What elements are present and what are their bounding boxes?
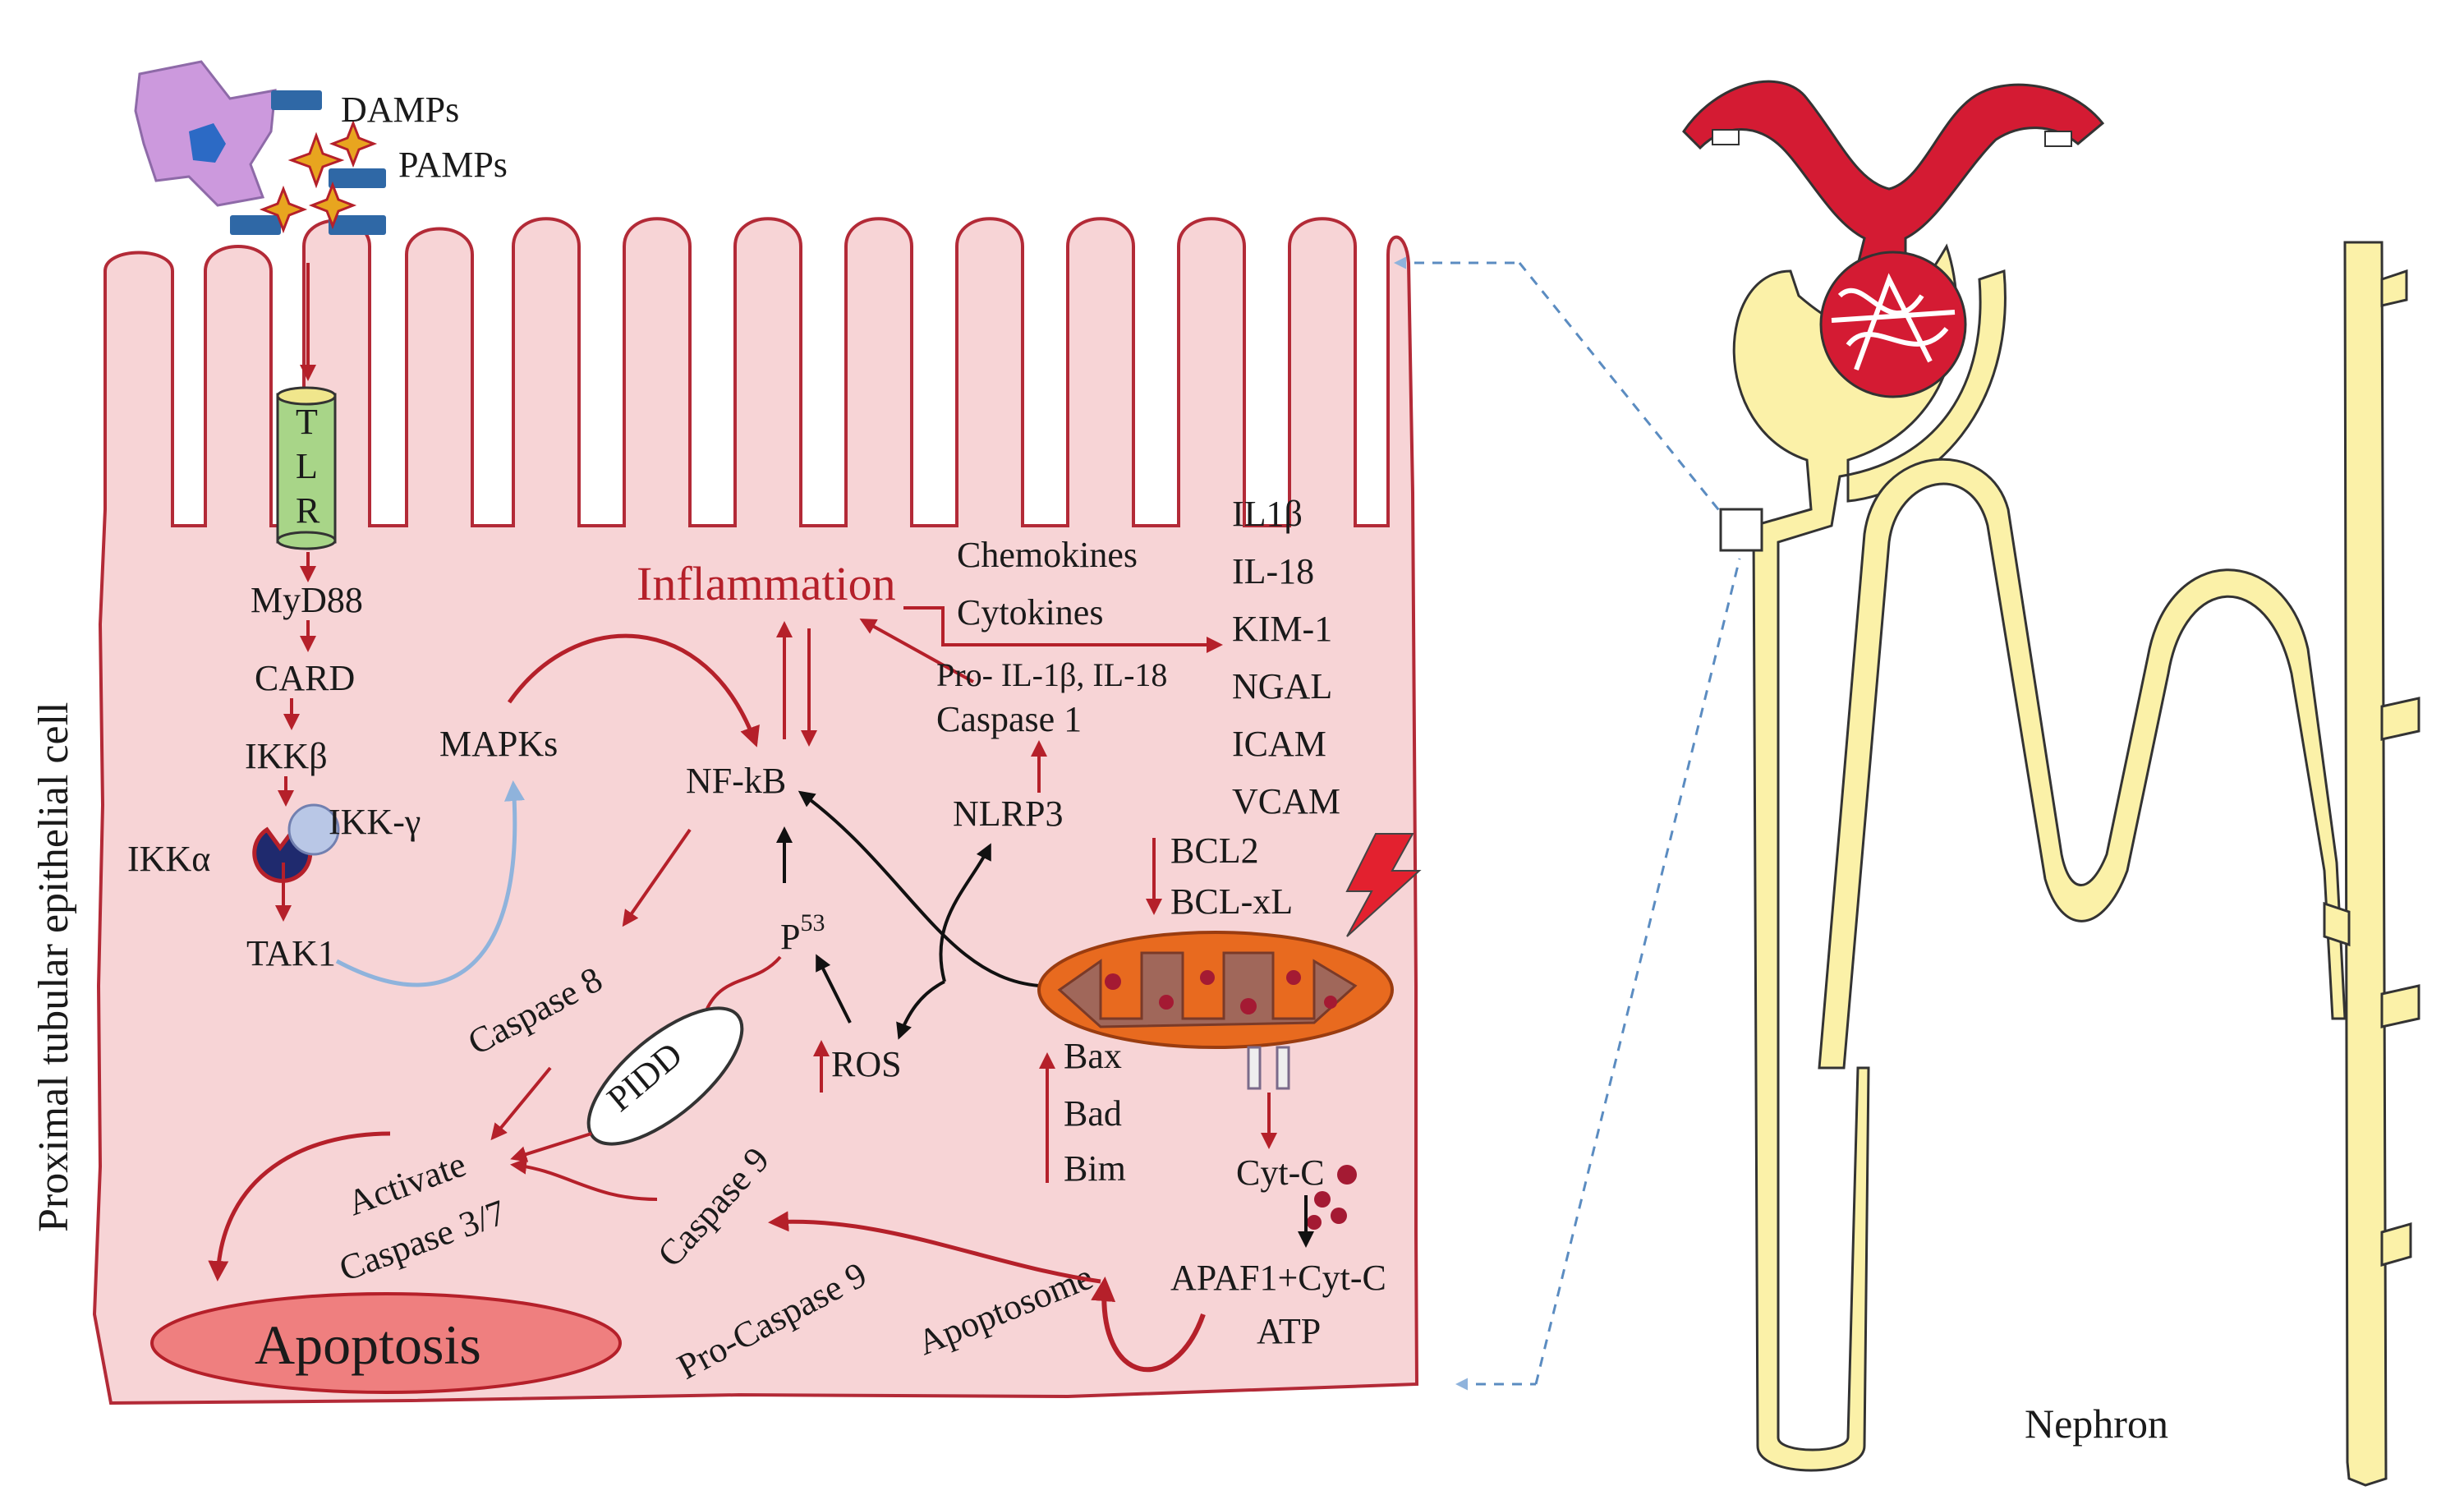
ikka-label: IKKα: [127, 839, 210, 879]
lightning-icon: [1345, 833, 1422, 937]
tak1-label: TAK1: [246, 933, 336, 973]
marker-il18: IL-18: [1232, 551, 1314, 591]
arrow-apoptosome-procasp9: [768, 1211, 1101, 1284]
arrow-to-nlrp3: [939, 843, 991, 982]
connector-bottom-diag: [1534, 558, 1741, 1385]
tlr-receptor: [276, 386, 337, 550]
arrow-to-markers: [903, 606, 1223, 653]
bad-label: Bad: [1064, 1093, 1122, 1134]
mito-cristae: [1057, 951, 1358, 1028]
vessel-end: [2044, 131, 2072, 147]
bclxl-label: BCL-xL: [1170, 881, 1293, 922]
bax-label: Bax: [1064, 1036, 1122, 1076]
arrow-mito-ros: [896, 980, 945, 1040]
glomerulus: [1819, 251, 1967, 398]
nfkb-label: NF-kB: [686, 761, 786, 801]
arrow-ros-p53: [816, 954, 852, 1024]
connector-top-diag: [1518, 262, 1726, 518]
atp-label: ATP: [1257, 1311, 1321, 1351]
arrow-caspase37-apoptosis: [208, 1131, 391, 1281]
marker-kim1: KIM-1: [1232, 609, 1332, 649]
marker-il1b: IL1β: [1232, 494, 1303, 534]
epithelial-cell: [92, 217, 1419, 1405]
apaf-label: APAF1+Cyt-C: [1170, 1258, 1386, 1298]
nephron-zoom-box: [1719, 508, 1763, 552]
arrow-nfkb-caspase8: [622, 828, 692, 927]
arrow-caspase1-inflammation: [859, 619, 974, 683]
glomerulus-vessels: [1682, 80, 2105, 273]
p53-label: P53: [780, 909, 825, 957]
pidd-shape: [586, 1006, 744, 1146]
bim-label: Bim: [1064, 1148, 1126, 1189]
arrow-apaf-apoptosome: [1091, 1277, 1206, 1373]
cytc-label: Cyt-C: [1236, 1152, 1325, 1193]
nlrp3-label: NLRP3: [953, 794, 1063, 834]
inflammation-label: Inflammation: [637, 557, 896, 610]
tlr-letter-r: R: [296, 490, 320, 531]
apoptosis-shape: [150, 1292, 622, 1394]
side-label: Proximal tubular epithelial cell: [30, 702, 77, 1232]
ros-label: ROS: [831, 1044, 902, 1084]
glomerulus-capillaries: [1831, 273, 1956, 371]
pro-il-label: Pro- IL-1β, IL-18: [936, 656, 1167, 693]
cytokines-label: Cytokines: [957, 592, 1103, 633]
cytc-dots: [1307, 1165, 1357, 1230]
caspase1-label: Caspase 1: [936, 699, 1082, 739]
link-p53-pidd: [705, 955, 782, 1011]
marker-vcam: VCAM: [1232, 781, 1340, 821]
marker-ngal: NGAL: [1232, 666, 1332, 706]
arrow-caspase8-caspase37: [490, 1066, 552, 1141]
arrow-mapks-nfkb: [507, 633, 760, 748]
myd88-label: MyD88: [251, 580, 363, 620]
ikk-complex: [252, 803, 340, 883]
receptor: [271, 90, 322, 110]
chemokines-label: Chemokines: [957, 535, 1138, 575]
mito-pore: [1276, 1046, 1290, 1090]
pamp-sparkle: [259, 119, 378, 234]
arrow-tak1-mapks: [335, 780, 525, 987]
nephron-label: Nephron: [2025, 1401, 2168, 1447]
mito-granules: [1105, 970, 1337, 1014]
tlr-letter-t: T: [296, 402, 318, 442]
ikkg-label: IKK-γ: [329, 802, 421, 842]
receptor: [230, 215, 281, 235]
apoptosis-label: Apoptosis: [255, 1313, 481, 1376]
immune-nucleus: [189, 123, 226, 163]
damps-label: DAMPs: [341, 90, 459, 130]
ikkb-label: IKKβ: [245, 736, 328, 776]
arrow-mito-nfkb: [798, 790, 1040, 987]
mito-pore: [1247, 1046, 1262, 1090]
receptor: [329, 168, 386, 188]
nephron: [1732, 241, 2420, 1487]
card-label: CARD: [255, 658, 355, 698]
pamps-label: PAMPs: [398, 145, 508, 185]
arrow-caspase9-caspase37: [510, 1157, 658, 1201]
receptor: [329, 215, 386, 235]
arrow-pidd-caspase37: [510, 1132, 592, 1162]
marker-icam: ICAM: [1232, 724, 1326, 764]
vessel-end: [1712, 129, 1740, 145]
mapks-label: MAPKs: [439, 724, 558, 764]
tlr-letter-l: L: [296, 446, 318, 486]
bcl2-label: BCL2: [1170, 830, 1259, 871]
